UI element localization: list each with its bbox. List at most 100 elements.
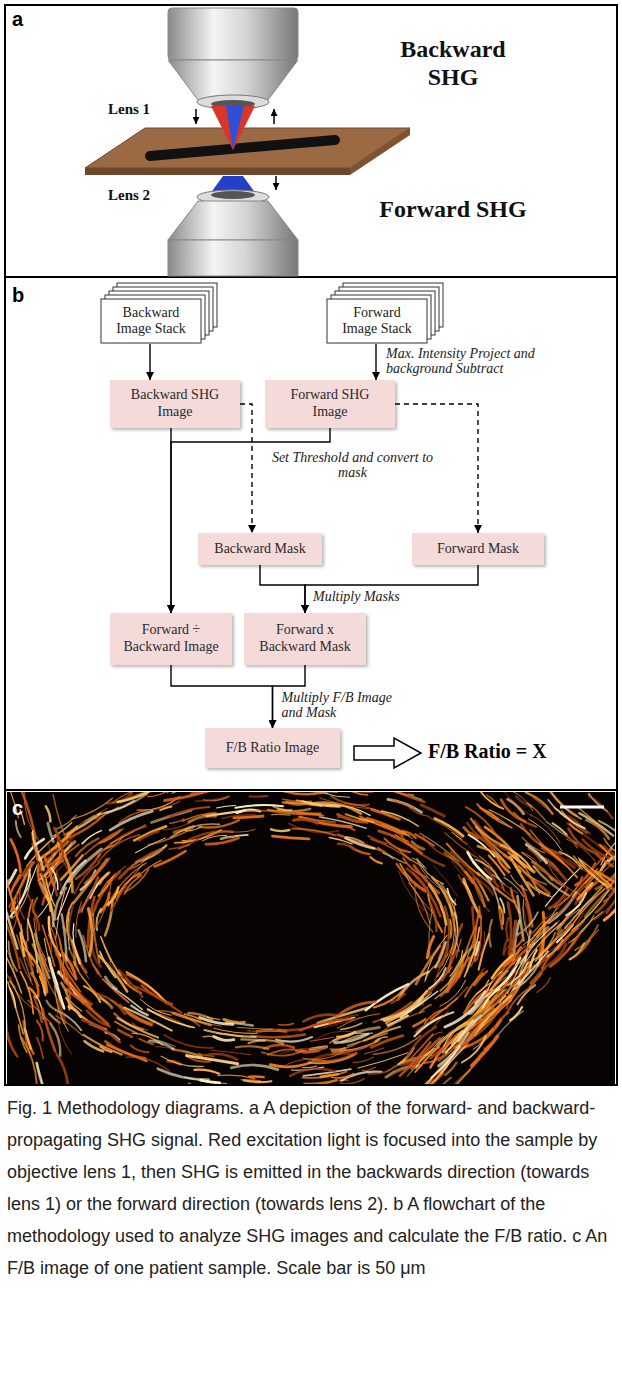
collagen-fiber (47, 1001, 55, 1010)
flow-arrow (171, 665, 273, 728)
direction-arrow (273, 109, 275, 124)
collagen-fiber (490, 971, 507, 990)
collagen-fiber (480, 808, 498, 819)
collagen-fiber (217, 806, 236, 808)
collagen-fiber (34, 912, 39, 930)
node-text: Forward Image Stack (337, 305, 417, 337)
collagen-fiber (547, 913, 583, 953)
collagen-fiber (105, 1041, 145, 1058)
collagen-fiber (492, 955, 513, 978)
collagen-fiber (244, 1080, 271, 1082)
collagen-fiber (393, 800, 415, 808)
collagen-fiber (456, 939, 461, 957)
collagen-fiber (231, 1065, 277, 1070)
collagen-fiber (487, 795, 499, 807)
collagen-fiber (508, 963, 528, 985)
collagen-fiber (124, 1008, 172, 1031)
collagen-fiber (33, 844, 38, 859)
collagen-fiber (362, 1067, 376, 1071)
collagen-fiber (336, 1076, 351, 1079)
flow-arrow (260, 565, 305, 613)
collagen-fiber (522, 886, 533, 927)
node-text: Forward SHG Image (277, 387, 383, 421)
collagen-fiber (278, 1024, 293, 1025)
collagen-fiber (466, 807, 499, 838)
collagen-fiber (492, 946, 526, 983)
collagen-fiber (149, 1041, 173, 1049)
collagen-fiber (82, 831, 101, 844)
collagen-fiber (415, 834, 434, 845)
edge-label: Multiply Masks (311, 589, 425, 604)
collagen-fiber (300, 1019, 352, 1030)
collagen-fiber (454, 899, 459, 952)
collagen-fibers (7, 792, 615, 1084)
collagen-fiber (479, 934, 489, 969)
collagen-fiber (353, 1057, 374, 1062)
collagen-fiber (119, 811, 147, 823)
signal-label: Backward SHG (378, 36, 528, 91)
collagen-fiber (151, 816, 171, 823)
collagen-fiber (114, 1014, 143, 1030)
collagen-fiber (148, 792, 168, 797)
collagen-fiber (48, 823, 54, 841)
node-text: Forward x Backward Mask (256, 622, 354, 656)
collagen-fiber (184, 1077, 226, 1083)
collagen-fiber (420, 1005, 431, 1013)
collagen-fiber (85, 829, 123, 855)
collagen-fiber (247, 1030, 285, 1032)
panel-letter: a (12, 8, 23, 31)
process-box: Backward SHG Image (110, 380, 240, 428)
panel-divider (5, 276, 617, 278)
collagen-fiber (370, 857, 382, 863)
collagen-fiber (542, 928, 578, 968)
dashed-connector (240, 404, 252, 533)
collagen-fiber (251, 1035, 305, 1038)
collagen-fiber (470, 1004, 502, 1039)
collagen-fiber (506, 918, 508, 941)
collagen-fiber (378, 1011, 424, 1034)
collagen-fiber (382, 811, 419, 826)
collagen-fiber (170, 819, 185, 823)
collagen-fiber (49, 845, 64, 894)
collagen-fiber (37, 1021, 43, 1041)
collagen-fiber (320, 798, 372, 809)
collagen-fiber (548, 800, 585, 828)
collagen-fiber (459, 839, 477, 854)
collagen-fiber (582, 930, 599, 948)
collagen-fiber (333, 1027, 379, 1041)
collagen-fiber (119, 849, 161, 878)
collagen-fiber (501, 845, 532, 870)
collagen-fiber (524, 923, 561, 963)
collagen-fiber (56, 954, 70, 1000)
collagen-fiber (22, 1038, 37, 1084)
edge-label: Max. Intensity Project and background Su… (384, 346, 563, 377)
collagen-fiber (358, 1053, 408, 1068)
collagen-fiber (374, 988, 406, 1008)
collagen-fiber (34, 996, 42, 1022)
objective-lens (211, 191, 255, 199)
collagen-fiber (481, 793, 503, 809)
collagen-fiber (139, 832, 158, 841)
collagen-fiber (450, 920, 451, 938)
collagen-fiber (310, 1037, 334, 1041)
panel-divider (5, 789, 617, 791)
photo-group (7, 792, 615, 1084)
process-box: Forward x Backward Mask (244, 613, 366, 665)
step-note: Set Threshold and convert to mask (268, 450, 437, 481)
collagen-fiber (106, 801, 135, 813)
collagen-fiber (42, 1009, 55, 1052)
collagen-fiber (194, 1070, 219, 1074)
collagen-fiber (577, 806, 604, 828)
collagen-fiber (393, 792, 425, 802)
collagen-fiber (313, 1053, 356, 1061)
collagen-fiber (63, 808, 108, 835)
collagen-fiber (11, 840, 21, 873)
collagen-fiber (559, 876, 593, 913)
collagen-fiber (383, 853, 394, 859)
collagen-fiber (510, 1007, 522, 1020)
collagen-fiber (452, 832, 462, 839)
collagen-fiber (26, 941, 33, 966)
collagen-fiber (415, 1047, 437, 1072)
collagen-fiber (93, 883, 112, 932)
